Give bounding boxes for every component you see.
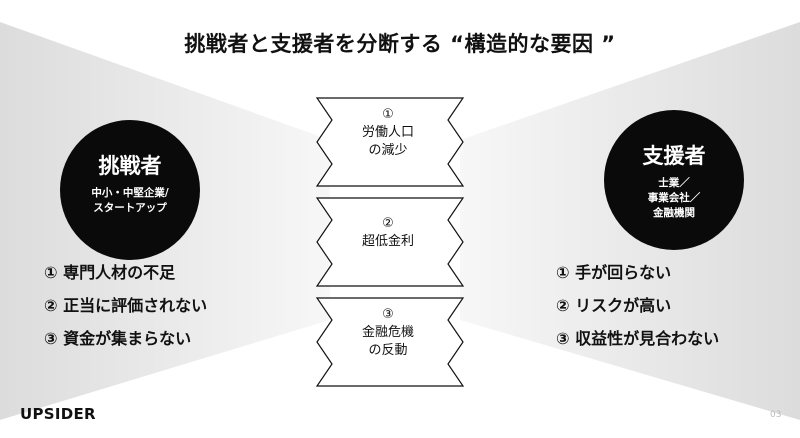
challenger-sub-1: 中小・中堅企業/ xyxy=(91,187,169,199)
supporter-issue-2: ② リスクが高い xyxy=(556,296,672,315)
challenger-sub-2: スタートアップ xyxy=(93,202,167,214)
supporter-issue-1: ① 手が回らない xyxy=(556,263,672,282)
challenger-issue-2: ② 正当に評価されない xyxy=(44,296,208,315)
cause-3-line-2: の反動 xyxy=(368,343,408,358)
page-title: 挑戦者と支援者を分断する “構造的な要因 ” xyxy=(184,32,616,56)
cause-2-line-1: 超低金利 xyxy=(361,234,414,249)
challenger-issue-1: ① 専門人材の不足 xyxy=(44,263,176,282)
supporter-issues: ① 手が回らない ② リスクが高い ③ 収益性が見合わない xyxy=(556,256,719,355)
upsider-logo: UPSIDER xyxy=(20,405,96,423)
cause-shape-1 xyxy=(315,97,465,187)
cause-3-number: ③ xyxy=(382,307,394,322)
supporter-circle: 支援者 士業／ 事業会社／ 金融機関 xyxy=(604,110,744,250)
cause-2: ② 超低金利 xyxy=(318,215,458,251)
supporter-sub-1: 士業／ xyxy=(658,177,690,189)
cause-1: ① 労働人口 の減少 xyxy=(318,106,458,160)
cause-3: ③ 金融危機 の反動 xyxy=(318,306,458,360)
supporter-sub-2: 事業会社／ xyxy=(647,192,701,204)
cause-shape-2 xyxy=(315,197,465,287)
challenger-issue-3: ③ 資金が集まらない xyxy=(44,329,192,348)
challenger-label: 挑戦者 xyxy=(98,154,162,178)
cause-2-number: ② xyxy=(382,216,394,231)
supporter-issue-3: ③ 収益性が見合わない xyxy=(556,329,720,348)
cause-1-number: ① xyxy=(382,107,394,122)
challenger-circle: 挑戦者 中小・中堅企業/ スタートアップ xyxy=(60,120,200,260)
challenger-issues: ① 専門人材の不足 ② 正当に評価されない ③ 資金が集まらない xyxy=(44,256,207,355)
page-number: 03 xyxy=(770,410,782,420)
cause-shape-3 xyxy=(315,297,465,387)
supporter-sub-3: 金融機関 xyxy=(653,207,695,219)
supporter-label: 支援者 xyxy=(642,144,706,168)
cause-3-line-1: 金融危機 xyxy=(361,325,414,340)
cause-1-line-2: の減少 xyxy=(368,143,408,158)
cause-1-line-1: 労働人口 xyxy=(361,125,414,140)
